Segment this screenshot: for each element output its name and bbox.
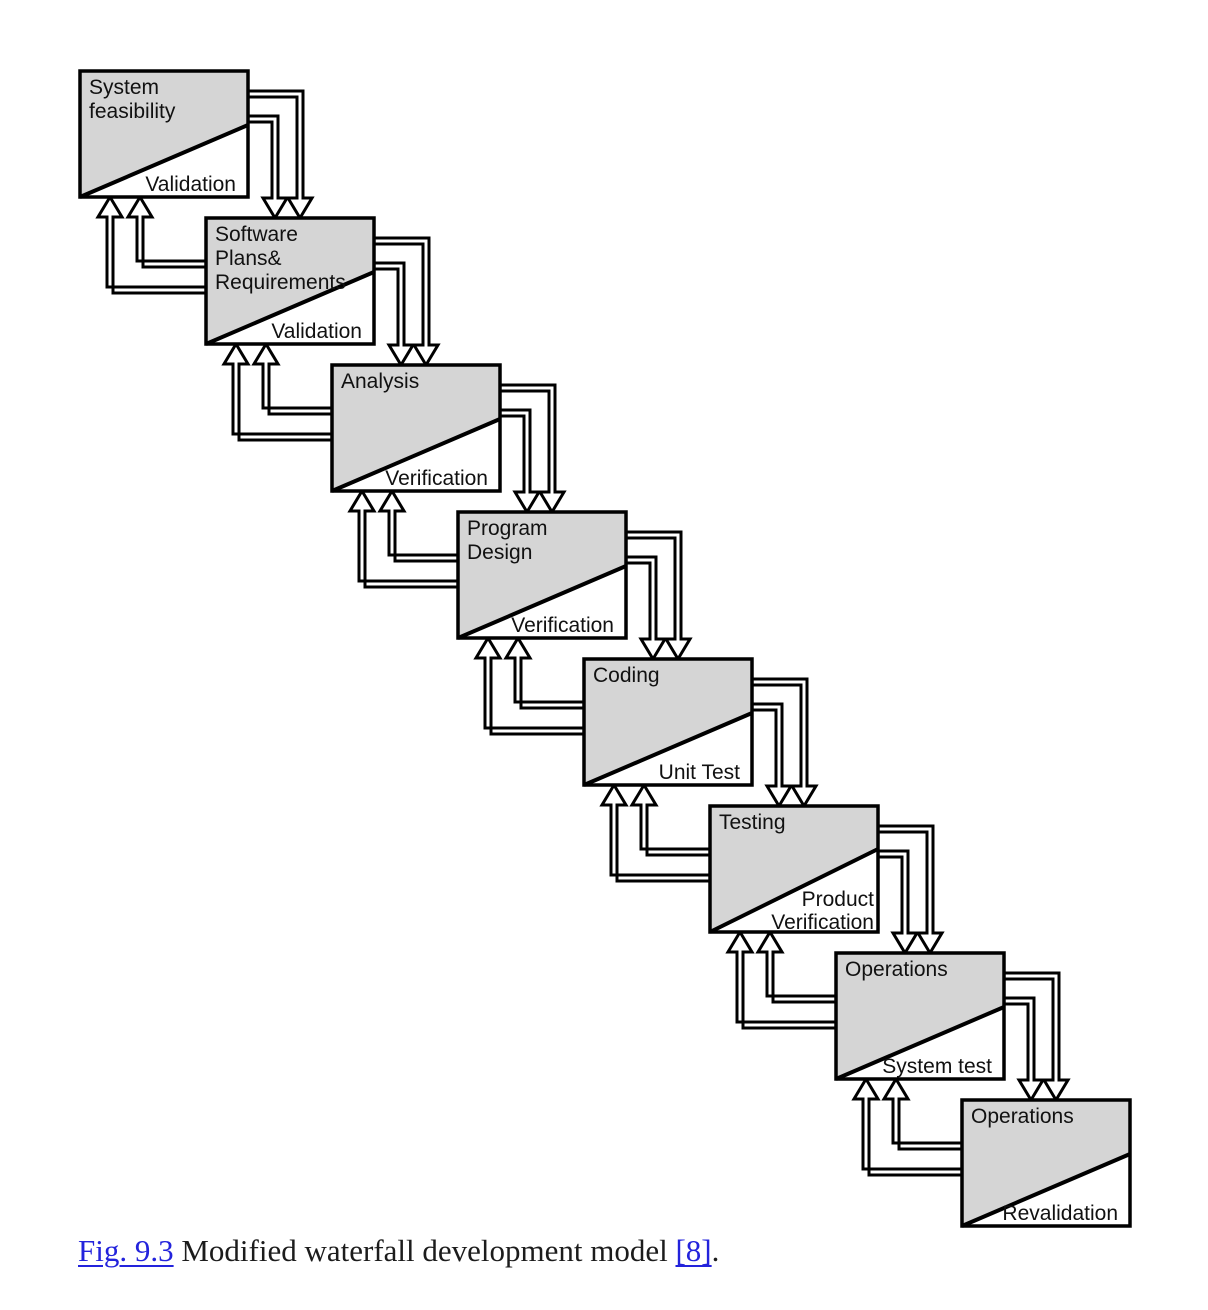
figure-caption: Fig. 9.3 Modified waterfall development … [78,1232,1178,1270]
forward-arrow-inner [750,702,794,809]
box-diagonal-split [457,564,627,640]
phase-title: System feasibility [89,76,176,123]
forward-arrow-outer [498,383,567,515]
phase-box [582,657,754,787]
forward-arrow-inner [246,114,290,221]
backward-arrow-outer [725,929,838,1030]
forward-arrow-outer [1002,971,1071,1103]
backward-arrow-inner [251,341,334,416]
phase-title: Coding [593,664,660,687]
box-border [330,363,502,493]
backward-arrow-outer [599,782,712,883]
forward-arrow-outer [246,89,315,221]
backward-arrow-inner [377,488,460,563]
box-diagonal-split [331,417,501,493]
forward-arrow-inner [1002,996,1046,1103]
phase-label: Revalidation [1002,1202,1118,1225]
forward-arrow-outer [624,530,693,662]
forward-arrow-inner [498,408,542,515]
phase-label: Unit Test [658,761,740,784]
box-border [834,951,1006,1081]
box-border [708,804,880,934]
flow-arrow-pair [347,383,567,589]
backward-arrow-outer [347,488,460,589]
forward-arrow-inner [876,849,920,956]
forward-arrow-outer [750,677,819,809]
phase-label: Validation [271,320,362,343]
box-diagonal-split [835,1005,1005,1081]
box-border [582,657,754,787]
box-border [78,69,250,199]
phase-title: Analysis [341,370,420,393]
phase-label: Verification [511,614,614,637]
box-border [204,216,376,346]
box-diagonal-split [79,123,249,199]
figure-number-link[interactable]: Fig. 9.3 [78,1233,174,1268]
backward-arrow-outer [95,194,208,295]
backward-arrow-inner [503,635,586,710]
phase-box [456,510,628,640]
box-border [960,1098,1132,1228]
forward-arrow-outer [876,824,945,956]
backward-arrow-inner [881,1076,964,1151]
flow-arrow-pair [725,824,945,1030]
flow-arrow-pair [221,236,441,442]
phase-title: Program Design [467,517,548,564]
box-diagonal-split [709,847,879,934]
phase-title: Testing [719,811,786,834]
backward-arrow-inner [125,194,208,269]
phase-label: System test [882,1055,992,1078]
phase-label: Validation [145,173,236,196]
caption-period: . [711,1233,720,1268]
forward-arrow-inner [624,555,668,662]
backward-arrow-outer [473,635,586,736]
caption-text: Modified waterfall development model [173,1233,676,1268]
box-border [456,510,628,640]
flow-arrow-pair [95,89,315,295]
forward-arrow-inner [372,261,416,368]
flow-arrow-pair [599,677,819,883]
phase-box [960,1098,1132,1228]
phase-label: Product Verification [771,888,874,934]
phase-box [708,804,880,934]
phase-label: Verification [385,467,488,490]
flow-arrow-pair [851,971,1071,1177]
box-diagonal-split [583,711,753,787]
backward-arrow-outer [851,1076,964,1177]
citation-link[interactable]: [8] [675,1233,712,1268]
forward-arrow-outer [372,236,441,368]
box-diagonal-split [961,1152,1131,1228]
backward-arrow-outer [221,341,334,442]
phase-box [204,216,376,346]
phase-title: Operations [971,1105,1074,1128]
phase-title: Software Plans& Requirements [215,223,346,294]
backward-arrow-inner [755,929,838,1004]
phase-title: Operations [845,958,948,981]
flow-arrow-pair [473,530,693,736]
backward-arrow-inner [629,782,712,857]
phase-box [834,951,1006,1081]
phase-box [78,69,250,199]
box-diagonal-split [205,270,375,346]
phase-box [330,363,502,493]
